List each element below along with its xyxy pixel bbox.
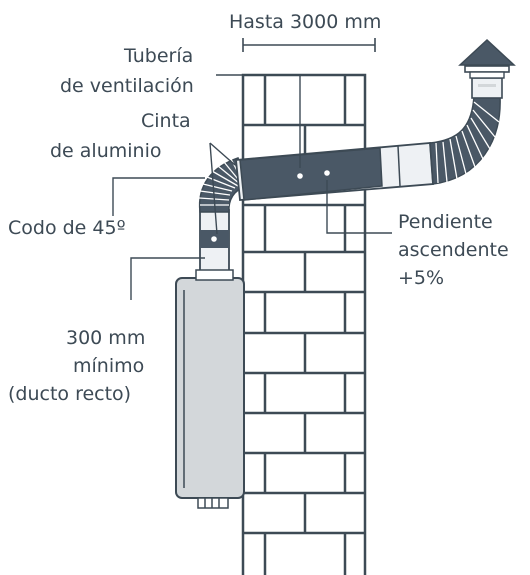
horizontal-vent-pipe — [235, 142, 434, 201]
leader-lines — [112, 74, 392, 300]
label-cinta-line1: Cinta — [141, 110, 191, 132]
label-pendiente-line2: ascendente — [398, 239, 509, 261]
label-pendiente-line1: Pendiente — [398, 211, 493, 233]
label-minimo-line1: 300 mm — [66, 327, 145, 349]
label-tuberia-line1: Tubería — [123, 45, 193, 67]
label-hasta: Hasta 3000 mm — [229, 11, 381, 33]
label-minimo-line2: mínimo — [73, 355, 144, 377]
wall-mortar-joints — [263, 75, 347, 575]
label-tuberia-line2: de ventilación — [60, 75, 194, 97]
length-dimension — [242, 38, 376, 52]
label-cinta-line2: de aluminio — [50, 140, 162, 162]
roof-vent-cap-icon — [458, 38, 516, 99]
water-heater-icon — [175, 277, 245, 509]
label-pendiente-line3: +5% — [398, 267, 444, 289]
flexible-elbow-outer — [429, 95, 501, 185]
vertical-vent-pipe — [195, 209, 234, 281]
label-minimo-line3: (ducto recto) — [8, 383, 131, 405]
label-codo: Codo de 45º — [8, 217, 126, 239]
